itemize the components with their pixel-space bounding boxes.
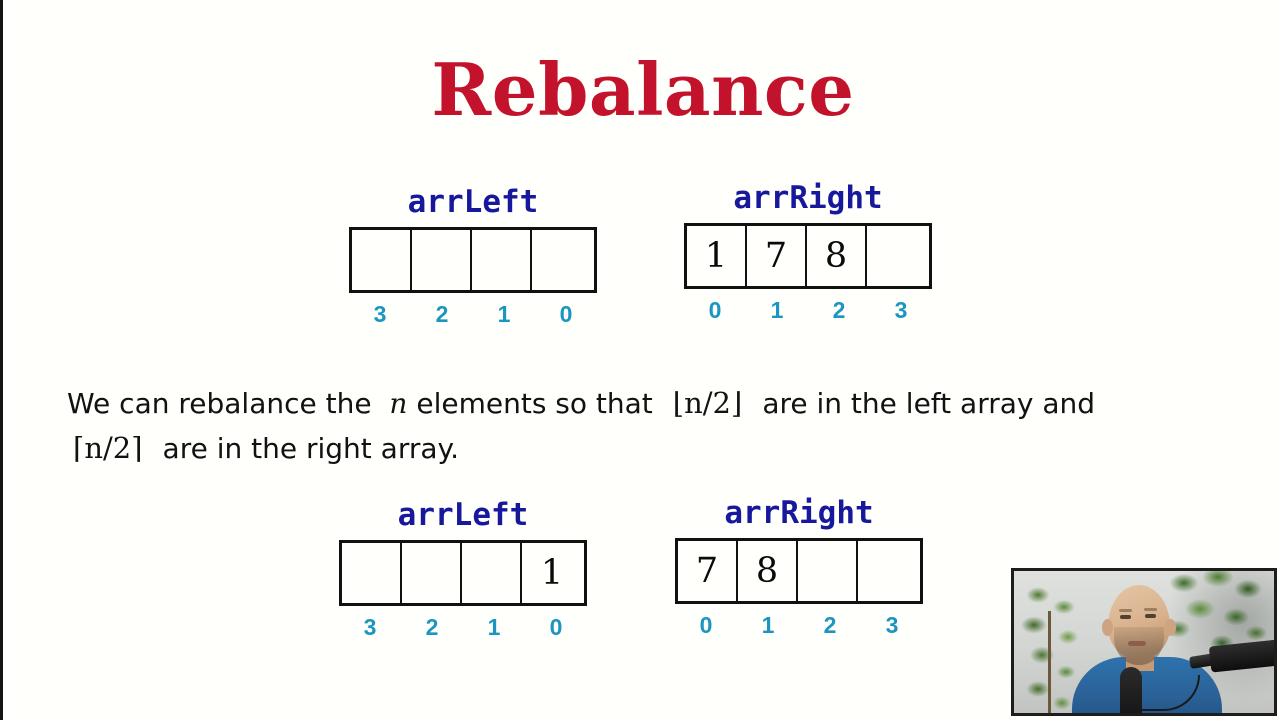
array-label-arrright-bottom: arrRight	[724, 495, 874, 531]
array-label-arrleft-top: arrLeft	[407, 184, 539, 220]
array-cells-top-right: 1 7 8	[684, 223, 932, 289]
array-cell[interactable]: 8	[807, 226, 867, 286]
presenter-video-inset[interactable]	[1011, 568, 1277, 716]
array-index-label: 0	[549, 614, 563, 640]
array-cell[interactable]	[352, 230, 412, 290]
array-index-label: 2	[832, 297, 846, 323]
array-cell[interactable]: 8	[738, 541, 798, 601]
array-cell[interactable]: 7	[747, 226, 807, 286]
plant-stem	[1048, 611, 1051, 713]
array-group-bottom-right: arrRight 7 8 0 1 2 3	[675, 498, 923, 639]
array-cell[interactable]	[858, 541, 918, 601]
math-floor-n-over-2: ⌊n/2⌋	[672, 386, 743, 420]
array-indices-top-right: 0 1 2 3	[684, 297, 932, 324]
math-variable-n: n	[389, 387, 408, 420]
array-index-label: 2	[435, 301, 449, 327]
math-ceil-n-over-2: ⌈n/2⌉	[73, 431, 143, 465]
array-index-label: 3	[885, 612, 899, 638]
array-cell[interactable]	[867, 226, 927, 286]
array-cell[interactable]: 1	[522, 543, 582, 603]
array-index-label: 1	[770, 297, 784, 323]
microphone-icon	[1120, 667, 1142, 713]
presenter-ear-left	[1102, 619, 1113, 636]
array-index-label: 0	[699, 612, 713, 638]
array-cells-bottom-left: 1	[339, 540, 587, 606]
array-index-label: 0	[708, 297, 722, 323]
presenter-brow-left	[1119, 609, 1132, 612]
presenter-mouth	[1128, 641, 1146, 646]
array-index-label: 0	[559, 301, 573, 327]
array-cell[interactable]: 1	[687, 226, 747, 286]
array-cells-top-left	[349, 227, 597, 293]
array-cell[interactable]	[532, 230, 592, 290]
presenter-eye-left	[1120, 615, 1131, 619]
body-text-part3: are in the left array and	[762, 387, 1096, 420]
array-cell[interactable]: 7	[678, 541, 738, 601]
presenter-eye-right	[1145, 614, 1156, 618]
array-label-arrright-top: arrRight	[733, 180, 883, 216]
array-index-label: 3	[894, 297, 908, 323]
array-group-top-left: arrLeft 3 2 1 0	[349, 187, 597, 328]
array-cell[interactable]	[412, 230, 472, 290]
array-label-arrleft-bottom: arrLeft	[397, 497, 529, 533]
array-index-label: 1	[497, 301, 511, 327]
array-group-top-right: arrRight 1 7 8 0 1 2 3	[684, 183, 932, 324]
array-indices-bottom-right: 0 1 2 3	[675, 612, 923, 639]
array-index-label: 1	[487, 614, 501, 640]
presenter-brow-right	[1144, 608, 1157, 611]
body-text-part1: We can rebalance the	[67, 387, 372, 420]
array-cell[interactable]	[402, 543, 462, 603]
array-indices-bottom-left: 3 2 1 0	[339, 614, 587, 641]
video-scene	[1014, 571, 1274, 713]
array-cell[interactable]	[462, 543, 522, 603]
array-cell[interactable]	[472, 230, 532, 290]
presenter-ear-right	[1165, 619, 1176, 636]
array-index-label: 3	[363, 614, 377, 640]
array-index-label: 2	[425, 614, 439, 640]
explanation-paragraph: We can rebalance the n elements so that ⌊…	[67, 381, 1127, 471]
array-cell[interactable]	[342, 543, 402, 603]
body-text-part2: elements so that	[416, 387, 653, 420]
page-title: Rebalance	[431, 47, 855, 132]
array-index-label: 3	[373, 301, 387, 327]
array-index-label: 2	[823, 612, 837, 638]
array-group-bottom-left: arrLeft 1 3 2 1 0	[339, 500, 587, 641]
array-index-label: 1	[761, 612, 775, 638]
body-text-part4: are in the right array.	[162, 432, 460, 465]
array-cell[interactable]	[798, 541, 858, 601]
array-indices-top-left: 3 2 1 0	[349, 301, 597, 328]
array-cells-bottom-right: 7 8	[675, 538, 923, 604]
